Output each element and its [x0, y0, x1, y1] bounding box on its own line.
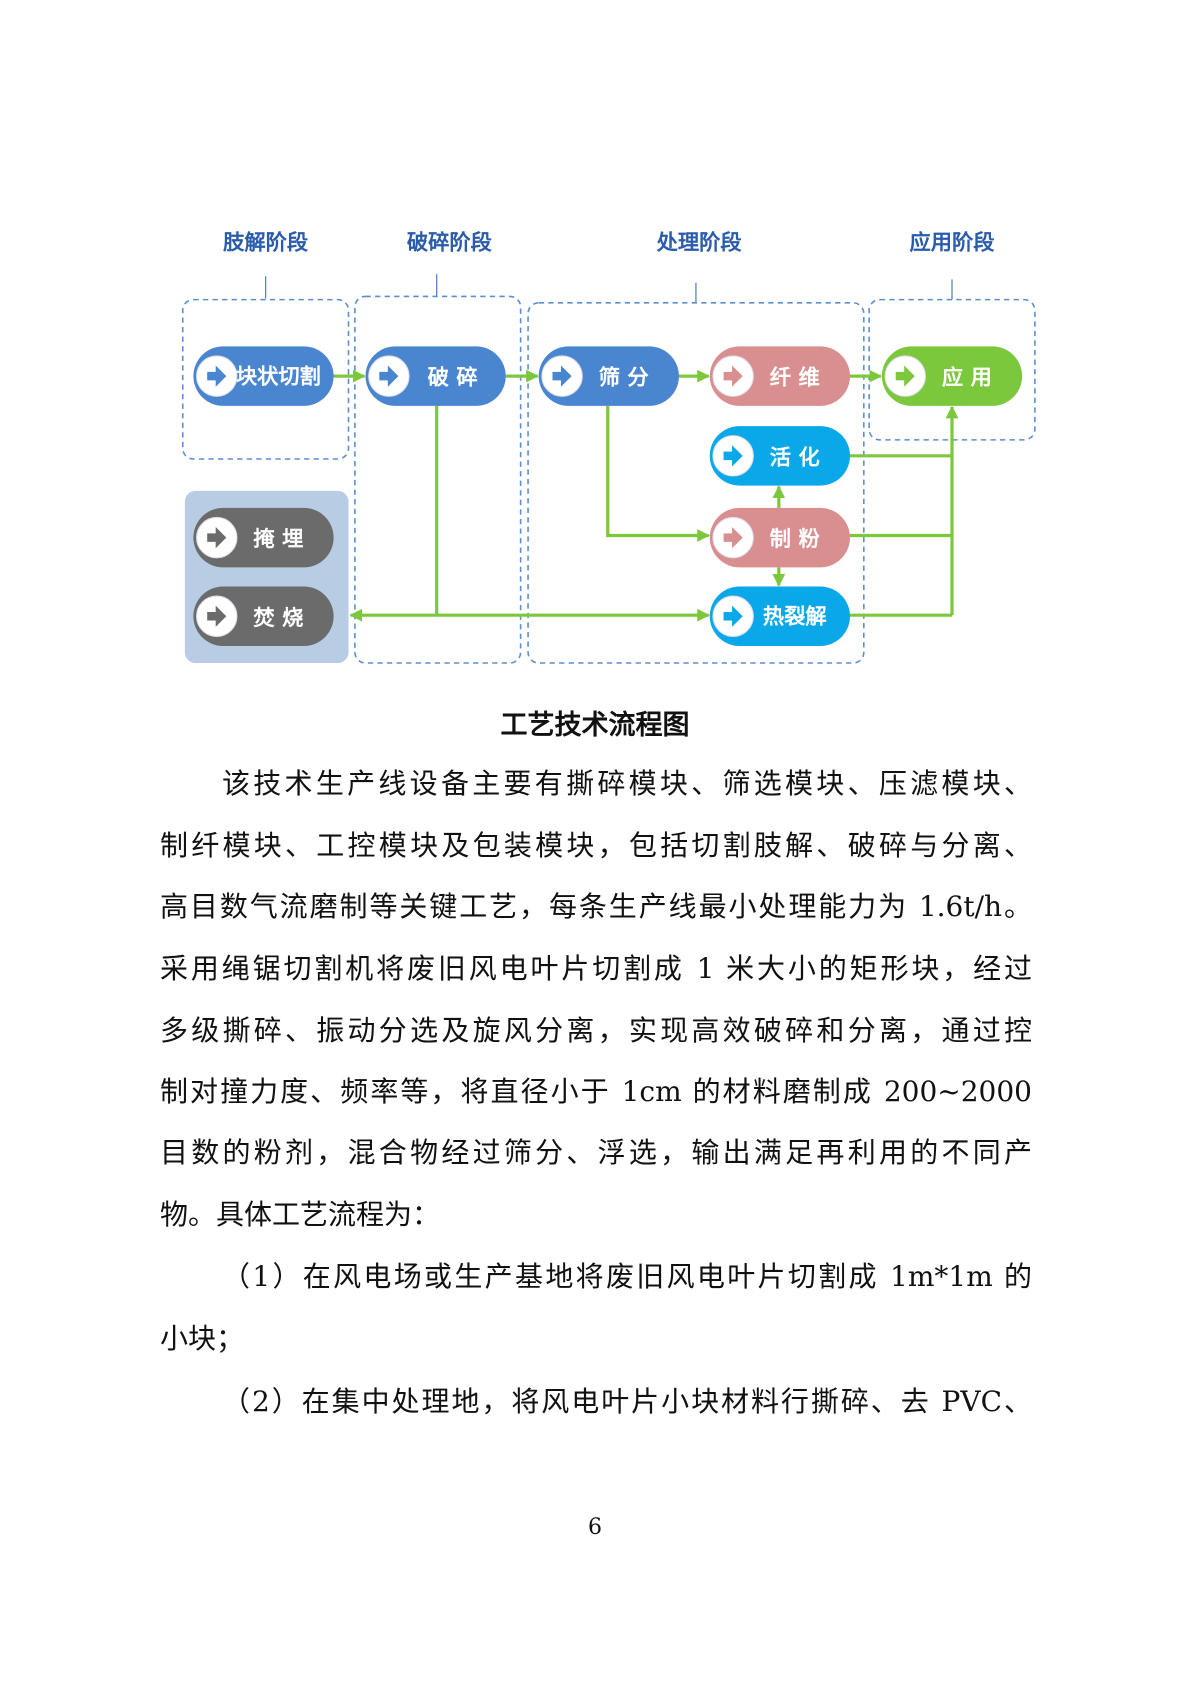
svg-text:筛 分: 筛 分	[599, 365, 650, 391]
stage-header-process: 处理阶段	[656, 230, 743, 256]
stage-header-crush: 破碎阶段	[407, 230, 493, 256]
node-application: 应 用	[881, 346, 1023, 406]
body-line: 该技术生产线设备主要有撕碎模块、筛选模块、压滤模块、	[222, 767, 1032, 800]
body-line: （1）在风电场或生产基地将废旧风电叶片切割成 1m*1m 的	[222, 1260, 1032, 1293]
stage-header-apply: 应用阶段	[909, 230, 995, 256]
page-number: 6	[588, 1515, 602, 1540]
node-pyrolysis: 热裂解	[709, 586, 850, 646]
svg-text:焚 烧: 焚 烧	[253, 606, 303, 631]
svg-text:热裂解: 热裂解	[763, 604, 827, 630]
body-line: 高目数气流磨制等关键工艺，每条生产线最小处理能力为 1.6t/h。	[160, 890, 1032, 923]
body-line: 制对撞力度、频率等，将直径小于 1cm 的材料磨制成 200~2000	[160, 1075, 1032, 1108]
body-line: 小块；	[160, 1322, 245, 1355]
stage-ticks	[264, 274, 953, 303]
node-activation: 活 化	[709, 426, 850, 486]
svg-text:应 用: 应 用	[942, 365, 992, 391]
svg-text:活 化: 活 化	[770, 444, 820, 470]
body-line: 制纤模块、工控模块及包装模块，包括切割肢解、破碎与分离、	[160, 829, 1032, 862]
body-line: （2）在集中处理地，将风电叶片小块材料行撕碎、去 PVC、	[222, 1385, 1032, 1418]
svg-text:破 碎: 破 碎	[428, 365, 478, 391]
node-screening: 筛 分	[538, 346, 679, 406]
node-powder: 制 粉	[709, 507, 850, 568]
svg-text:制 粉: 制 粉	[770, 527, 821, 552]
node-incineration: 焚 烧	[193, 586, 334, 646]
figure-caption: 工艺技术流程图	[500, 710, 690, 741]
svg-text:纤 维: 纤 维	[770, 365, 820, 391]
node-cutting: 块状切割	[193, 346, 334, 406]
flow-arrows	[333, 369, 959, 622]
stage-boxes	[181, 295, 1036, 664]
svg-text:块状切割: 块状切割	[236, 364, 321, 390]
body-line: 目数的粉剂，混合物经过筛分、浮选，输出满足再利用的不同产	[160, 1136, 1032, 1169]
node-landfill: 掩 埋	[193, 507, 334, 568]
node-fiber: 纤 维	[709, 346, 850, 406]
body-line: 物。具体工艺流程为：	[160, 1198, 441, 1231]
stage-header-dismantle: 肢解阶段	[223, 230, 309, 256]
svg-text:掩 埋: 掩 埋	[253, 526, 303, 552]
body-line: 采用绳锯切割机将废旧风电叶片切割成 1 米大小的矩形块，经过	[160, 952, 1032, 985]
body-line: 多级撕碎、振动分选及旋风分离，实现高效破碎和分离，通过控	[160, 1014, 1032, 1047]
node-crushing: 破 碎	[365, 346, 506, 406]
